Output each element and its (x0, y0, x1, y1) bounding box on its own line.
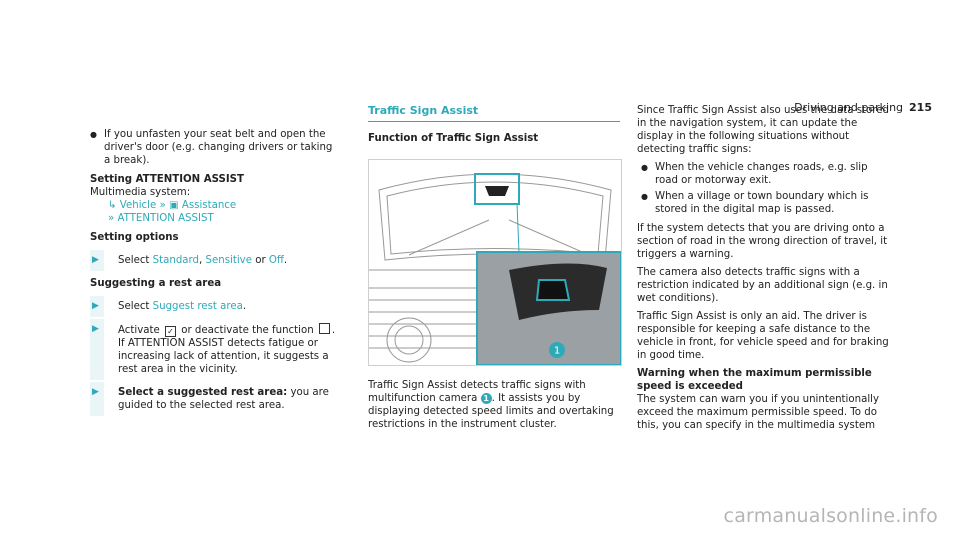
subsection-title: Function of Traffic Sign Assist (368, 133, 539, 144)
list-item: ● When the vehicle changes roads, e.g. s… (641, 162, 868, 186)
bullet-icon: ● (90, 130, 97, 139)
bullet-icon: ● (641, 192, 648, 201)
car-assist-icon: ▣ (168, 200, 179, 211)
checkbox-empty-icon (318, 323, 330, 334)
illustration-svg: 1 (369, 173, 621, 365)
bullet-icon: ● (641, 163, 648, 172)
menu-path: ↳ Vehicle » ▣ Assistance (108, 199, 340, 212)
section-title: Driving and parking (794, 101, 904, 114)
step-arrow-icon: ▶ (92, 324, 99, 334)
path-intro: Multimedia system: (90, 187, 191, 198)
paragraph-wrong-direction: If the system detects that you are drivi… (637, 223, 888, 260)
paragraph-aid: Traffic Sign Assist is only an aid. The … (637, 311, 889, 361)
rest-area-heading: Suggesting a rest area (90, 278, 222, 289)
setting-heading: Setting ATTENTION ASSIST (90, 174, 244, 185)
step-arrow-icon: ▶ (92, 255, 99, 265)
callout-number: 1 (480, 393, 492, 404)
path-attention-assist[interactable]: ATTENTION ASSIST (117, 213, 214, 224)
column-middle: Traffic Sign Assist Function of Traffic … (368, 104, 622, 431)
checkbox-checked-icon: ✓ (165, 326, 176, 337)
step-activate: ▶ Activate ✓ or deactivate the function … (90, 319, 340, 380)
step-select-option: ▶ Select Standard, Sensitive or Off. (90, 250, 340, 271)
step-select-rest-area: ▶ Select a suggested rest area: you are … (90, 382, 340, 416)
column-left: ● If you unfasten your seat belt and ope… (90, 128, 340, 422)
step-arrow-icon: ▶ (92, 387, 99, 397)
double-chevron-icon: » (108, 213, 115, 224)
option-standard[interactable]: Standard (152, 255, 200, 266)
option-off[interactable]: Off (268, 255, 284, 266)
figure-caption: Traffic Sign Assist detects traffic sign… (368, 380, 614, 430)
section-title-traffic-sign-assist: Traffic Sign Assist (368, 104, 620, 122)
paragraph-additional-sign: The camera also detects traffic signs wi… (637, 267, 888, 304)
warning-heading: Warning when the maximum permissible spe… (637, 368, 872, 392)
column-right: Since Traffic Sign Assist also uses the … (637, 104, 893, 437)
step-arrow-icon: ▶ (92, 301, 99, 311)
suggest-rest-area-link[interactable]: Suggest rest area (152, 301, 243, 312)
step-suggest: ▶ Select Suggest rest area. (90, 296, 340, 317)
watermark: carmanualsonline.info (723, 505, 938, 527)
callout-1: 1 (554, 346, 560, 357)
option-sensitive[interactable]: Sensitive (205, 255, 252, 266)
page-number: 215 (909, 101, 932, 114)
options-heading: Setting options (90, 232, 179, 243)
list-item: ● If you unfasten your seat belt and ope… (90, 129, 333, 166)
paragraph-warning: The system can warn you if you unintenti… (637, 394, 880, 431)
windshield-camera-illustration: 1 (368, 159, 622, 366)
path-vehicle[interactable]: Vehicle (119, 200, 157, 211)
intro-paragraph: Since Traffic Sign Assist also uses the … (637, 105, 889, 155)
list-item: ● When a village or town boundary which … (641, 191, 869, 215)
return-arrow-icon: ↳ (108, 200, 117, 211)
path-assistance[interactable]: Assistance (181, 200, 237, 211)
menu-path-2: » ATTENTION ASSIST (108, 212, 340, 225)
page-header: Driving and parking 215 (794, 101, 932, 114)
double-chevron-icon: » (159, 200, 166, 211)
